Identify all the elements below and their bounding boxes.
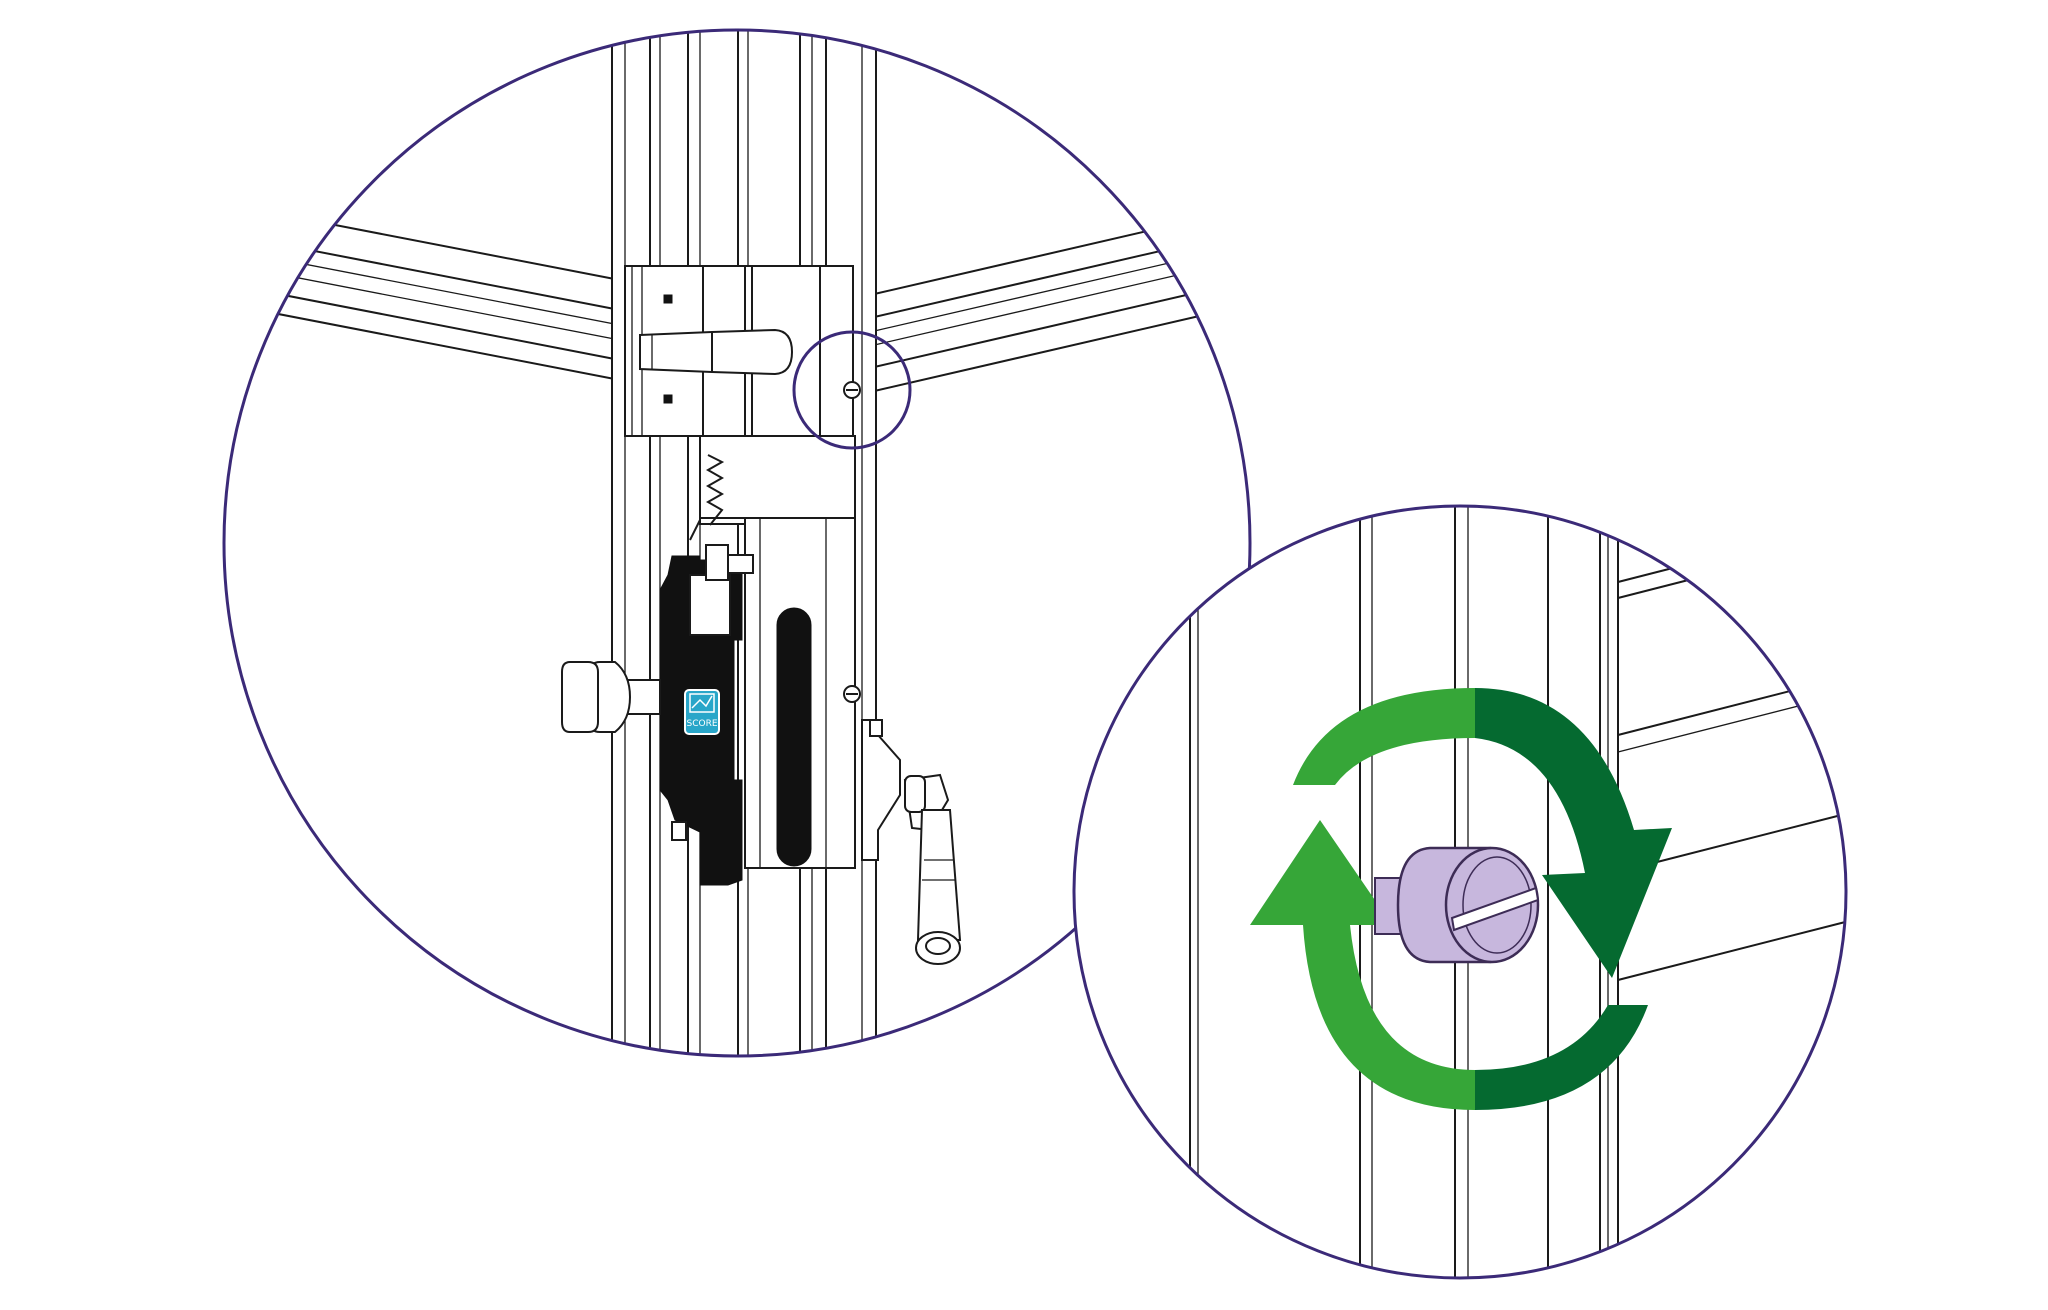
adjustment-knob [561,661,661,733]
carriage-housing [689,435,856,869]
crank-handle [861,719,962,965]
badge-icon: SCORE [684,689,720,735]
detail-callout-circle [792,330,912,450]
column-screw-lower [843,685,861,703]
right-cross-beam [869,204,1250,393]
left-cross-beam [224,194,631,383]
adjustment-screw-icon [1374,846,1540,964]
badge-label: SCORE [686,719,717,729]
upper-clamp-block [624,265,854,437]
column-screw-upper [843,381,861,399]
right-detail-view [1072,504,1848,1280]
clockwise-arrow-icon [1475,688,1672,1110]
left-detail-frame [222,28,1252,1058]
left-detail-view: SCORE [224,30,1250,1056]
counterclockwise-arrow-icon [1250,688,1475,1110]
side-plate: SCORE [561,544,754,886]
right-detail-frame [1072,504,1848,1280]
